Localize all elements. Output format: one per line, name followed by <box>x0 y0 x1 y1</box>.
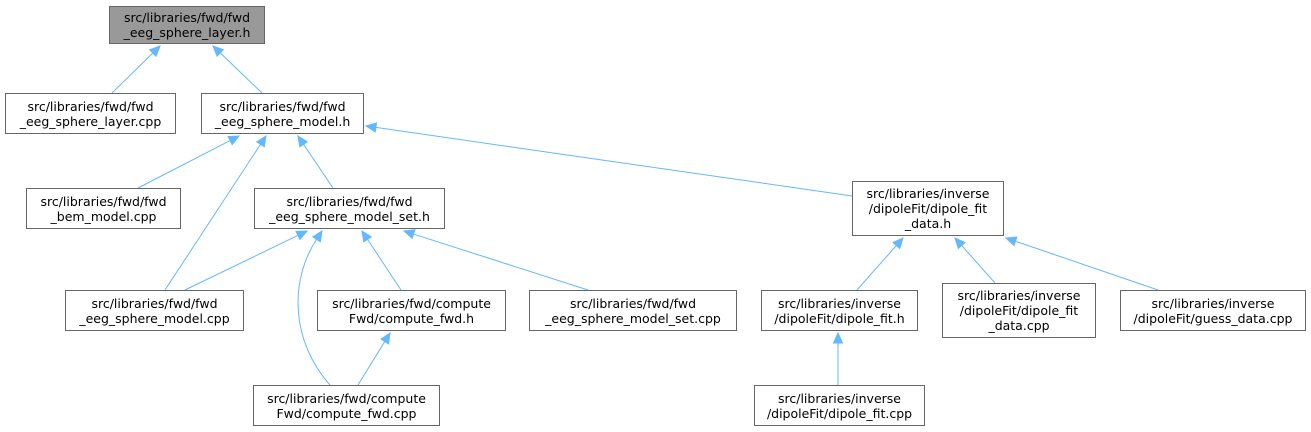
edge-arrowhead <box>832 331 844 344</box>
node-dipole-fit-data-h[interactable]: src/libraries/inverse /dipoleFit/dipole_… <box>852 181 1004 236</box>
node-line: src/libraries/inverse <box>1151 295 1275 311</box>
edge-arrowhead <box>297 134 309 148</box>
node-fwd-eeg-sphere-model-h[interactable]: src/libraries/fwd/fwd _eeg_sphere_model.… <box>201 93 364 134</box>
include-edge <box>297 239 331 386</box>
include-edge <box>961 245 996 284</box>
node-line: src/libraries/inverse <box>778 390 901 406</box>
node-line: /dipoleFit/dipole_fit.cpp <box>766 405 913 421</box>
edge-arrowhead <box>954 237 966 250</box>
node-line: _data.cpp <box>988 318 1050 333</box>
node-line: _eeg_sphere_layer.h <box>123 25 251 40</box>
node-line: /dipoleFit/guess_data.cpp <box>1133 310 1293 326</box>
node-line: /dipoleFit/dipole_fit.h <box>774 310 905 326</box>
node-line: _eeg_sphere_layer.cpp <box>19 113 162 129</box>
node-fwd-eeg-sphere-layer-cpp[interactable]: src/libraries/fwd/fwd _eeg_sphere_layer.… <box>5 93 176 134</box>
edge-arrowhead <box>1004 236 1018 247</box>
include-edge <box>303 144 334 189</box>
edge-arrowhead <box>227 135 241 146</box>
node-line: Fwd/compute_fwd.cpp <box>276 405 417 421</box>
include-edge <box>137 140 231 189</box>
node-compute-fwd-h[interactable]: src/libraries/fwd/compute Fwd/compute_fw… <box>317 290 506 331</box>
include-edge <box>111 52 154 94</box>
node-line: _eeg_sphere_model_set.cpp <box>545 310 721 326</box>
node-line: _eeg_sphere_model.h <box>214 113 351 129</box>
node-line: src/libraries/fwd/fwd <box>286 193 413 209</box>
node-fwd-eeg-sphere-model-set-h[interactable]: src/libraries/fwd/fwd _eeg_sphere_model_… <box>254 188 445 229</box>
node-line: src/libraries/fwd/fwd <box>219 98 346 114</box>
node-fwd-eeg-sphere-layer-h[interactable]: src/libraries/fwd/fwd _eeg_sphere_layer.… <box>109 6 265 44</box>
node-line: src/libraries/inverse <box>778 295 901 311</box>
edge-arrowhead <box>212 45 225 58</box>
node-fwd-eeg-sphere-model-cpp[interactable]: src/libraries/fwd/fwd _eeg_sphere_model.… <box>65 290 244 331</box>
node-line: /dipoleFit/dipole_fit <box>959 303 1079 318</box>
include-edge <box>375 126 853 197</box>
edge-arrowhead <box>295 230 309 241</box>
node-line: src/libraries/fwd/fwd <box>27 98 154 114</box>
node-dipole-fit-data-cpp[interactable]: src/libraries/inverse /dipoleFit/dipole_… <box>942 283 1096 338</box>
edge-arrowhead <box>402 229 416 240</box>
node-line: _eeg_sphere_model.cpp <box>79 310 230 326</box>
edge-arrowhead <box>892 237 904 250</box>
edge-arrowhead <box>380 331 391 345</box>
node-guess-data-cpp[interactable]: src/libraries/inverse /dipoleFit/guess_d… <box>1120 290 1306 331</box>
include-edge <box>367 239 402 291</box>
edge-arrowhead <box>364 122 378 133</box>
node-fwd-eeg-sphere-model-set-cpp[interactable]: src/libraries/fwd/fwd _eeg_sphere_model_… <box>529 290 737 331</box>
node-line: src/libraries/fwd/fwd <box>91 295 218 311</box>
edge-arrowhead <box>361 229 373 243</box>
node-fwd-bem-model-cpp[interactable]: src/libraries/fwd/fwd _bem_model.cpp <box>26 188 181 229</box>
node-line: src/libraries/inverse <box>866 186 990 201</box>
include-edge <box>184 234 299 291</box>
node-line: /dipoleFit/dipole_fit <box>868 201 988 216</box>
node-line: Fwd/compute_fwd.h <box>348 310 475 326</box>
node-dipole-fit-h[interactable]: src/libraries/inverse /dipoleFit/dipole_… <box>761 290 918 331</box>
node-line: src/libraries/inverse <box>957 288 1081 303</box>
include-edge <box>164 144 261 291</box>
node-line: _data.h <box>904 216 952 231</box>
include-edge <box>856 245 897 291</box>
node-compute-fwd-cpp[interactable]: src/libraries/fwd/compute Fwd/compute_fw… <box>253 385 440 426</box>
node-line: _eeg_sphere_model_set.h <box>269 208 430 224</box>
include-edge <box>357 341 386 386</box>
edge-arrowhead <box>311 229 323 243</box>
include-edge <box>219 52 263 94</box>
edge-arrowhead <box>255 134 267 148</box>
node-line: src/libraries/fwd/fwd <box>569 295 697 311</box>
node-line: src/libraries/fwd/compute <box>332 295 491 311</box>
edge-arrowhead <box>148 45 161 58</box>
node-line: src/libraries/fwd/fwd <box>40 193 167 209</box>
node-line: src/libraries/fwd/compute <box>267 390 426 406</box>
include-edge <box>413 233 589 291</box>
node-line: _bem_model.cpp <box>50 208 157 224</box>
node-dipole-fit-cpp[interactable]: src/libraries/inverse /dipoleFit/dipole_… <box>754 385 925 426</box>
include-edge <box>1015 240 1159 291</box>
node-line: src/libraries/fwd/fwd <box>123 10 251 25</box>
